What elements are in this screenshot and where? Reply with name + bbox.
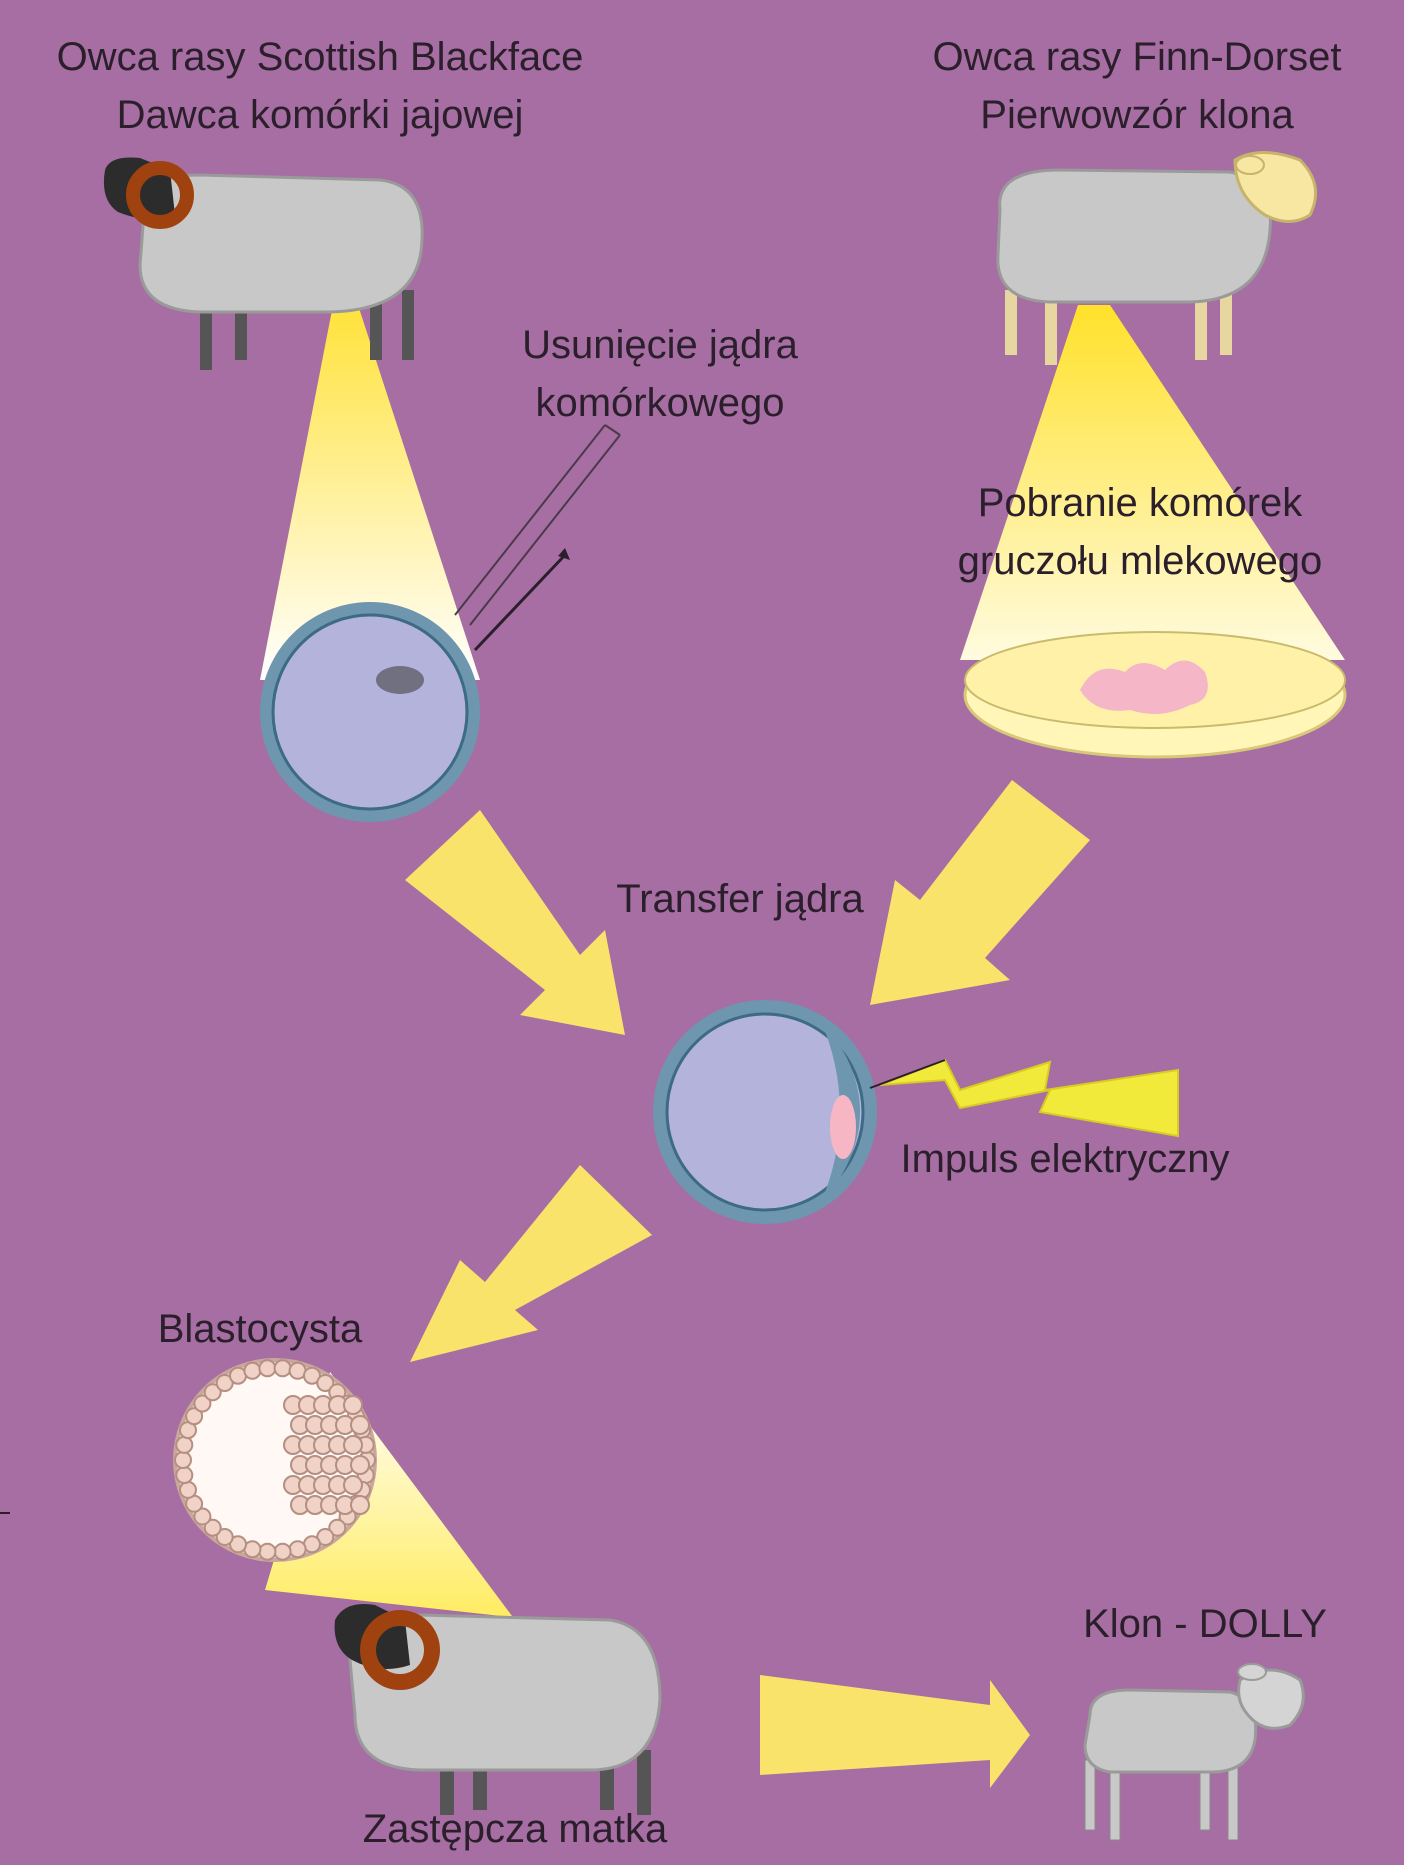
inner-cell-mass-cell (351, 1496, 369, 1514)
blastocyst-cell (244, 1363, 260, 1379)
label-clone: Klon - DOLLY (1040, 1595, 1370, 1653)
label-donor-egg: Owca rasy Scottish Blackface Dawca komór… (0, 28, 640, 144)
fused-egg-cell-icon (653, 1000, 877, 1224)
lightning-icon (870, 1060, 1178, 1136)
sheep-dolly-icon (1085, 1664, 1303, 1840)
label-enucleation: Usunięcie jądra komórkowego (480, 316, 840, 432)
sheep-surrogate-icon (335, 1604, 660, 1815)
blastocyst-cell (275, 1360, 291, 1376)
blastocyst-icon (175, 1360, 375, 1560)
egg-cell-icon (260, 602, 480, 822)
blastocyst-cell (175, 1452, 191, 1468)
blastocyst-cell (259, 1544, 275, 1560)
inner-cell-mass-cell (344, 1396, 362, 1414)
label-nuclear-transfer: Transfer jądra (580, 870, 900, 928)
blastocyst-cell (180, 1482, 196, 1498)
label-clone-source: Owca rasy Finn-Dorset Pierwowzór klona (870, 28, 1404, 144)
label-cell-harvest: Pobranie komórek gruczołu mlekowego (900, 474, 1380, 590)
arrow-surrogate-to-clone-icon (760, 1675, 1030, 1788)
arrow-cells-to-transfer-icon (870, 780, 1090, 1005)
blastocyst-cell (176, 1467, 192, 1483)
inner-cell-mass-cell (351, 1456, 369, 1474)
sheep-scottish-blackface-icon (104, 158, 422, 371)
inner-cell-mass-cell (344, 1436, 362, 1454)
label-surrogate: Zastępcza matka (320, 1800, 710, 1858)
sheep-finn-dorset-icon (998, 153, 1316, 366)
blastocyst-cell (176, 1437, 192, 1453)
blastocyst-cell (290, 1541, 306, 1557)
blastocyst-cell (259, 1360, 275, 1376)
arrow-transfer-to-blastocyst-icon (410, 1165, 652, 1362)
label-blastocyst: Blastocysta (120, 1300, 400, 1358)
petri-dish-icon (965, 632, 1345, 757)
pipette-icon (455, 425, 620, 650)
blastocyst-cell (275, 1544, 291, 1560)
inner-cell-mass-cell (351, 1416, 369, 1434)
inner-cell-mass-cell (344, 1476, 362, 1494)
label-electric-pulse: Impuls elektryczny (870, 1130, 1260, 1188)
